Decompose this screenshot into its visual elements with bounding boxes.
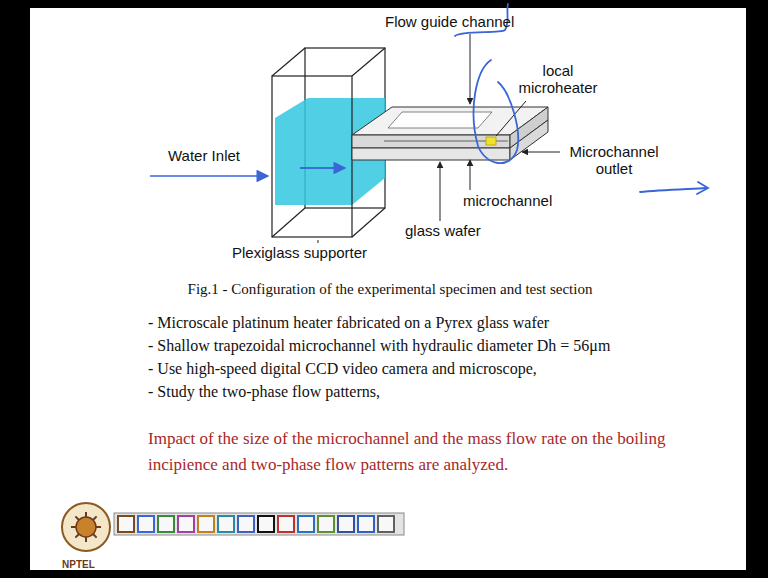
highlight-note: Impact of the size of the microchannel a… <box>148 426 668 477</box>
gear-tooth <box>96 526 101 528</box>
pen-annotations <box>455 4 708 194</box>
toolbar-icon <box>238 516 254 532</box>
nptel-logo <box>62 503 110 551</box>
logo-text: NPTEL <box>62 559 95 571</box>
toolbar-icon <box>198 516 214 532</box>
part-label: Water Inlet <box>168 147 240 164</box>
toolbar-icon <box>378 516 394 532</box>
cube-front-face <box>272 76 352 237</box>
bullet-point: - Microscale platinum heater fabricated … <box>148 314 549 332</box>
bullet-point: - Use high-speed digital CCD video camer… <box>148 360 537 378</box>
toolbar-icon <box>118 516 134 532</box>
toolbar-icons <box>118 516 394 532</box>
part-label: glass wafer <box>405 222 481 239</box>
flow-guide-channel <box>388 112 492 128</box>
water-flow-arrow <box>300 167 345 169</box>
part-label: local microheater <box>512 62 604 97</box>
part-label: Microchannel outlet <box>562 143 666 178</box>
leader-lines <box>318 34 560 243</box>
part-label: Flow guide channel <box>385 13 514 30</box>
bullet-point: - Shallow trapezoidal microchannel with … <box>148 337 610 355</box>
toolbar-icon <box>218 516 234 532</box>
toolbar-icon <box>138 516 154 532</box>
gear-tooth <box>93 516 97 520</box>
gear-tooth <box>93 534 97 538</box>
toolbar-icon <box>178 516 194 532</box>
annotation-toolbar <box>114 513 404 535</box>
toolbar-icon <box>258 516 274 532</box>
gear-tooth <box>75 534 79 538</box>
part-label: Plexiglass supporter <box>232 244 367 261</box>
toolbar-icon <box>298 516 314 532</box>
part-label: microchannel <box>463 192 552 209</box>
toolbar-icon <box>338 516 354 532</box>
gear-tooth <box>85 537 87 542</box>
gear-tooth <box>85 512 87 517</box>
gear-tooth <box>75 516 79 520</box>
toolbar-icon <box>358 516 374 532</box>
figure-caption: Fig.1 - Configuration of the experimenta… <box>150 281 630 298</box>
gear-tooth <box>71 526 76 528</box>
slide-background <box>30 8 746 570</box>
toolbar-icon <box>318 516 334 532</box>
inlet-arrow <box>150 175 268 177</box>
toolbar-icon <box>158 516 174 532</box>
toolbar-icon <box>278 516 294 532</box>
bullet-point: - Study the two-phase flow patterns, <box>148 383 380 401</box>
microheater <box>486 137 496 145</box>
